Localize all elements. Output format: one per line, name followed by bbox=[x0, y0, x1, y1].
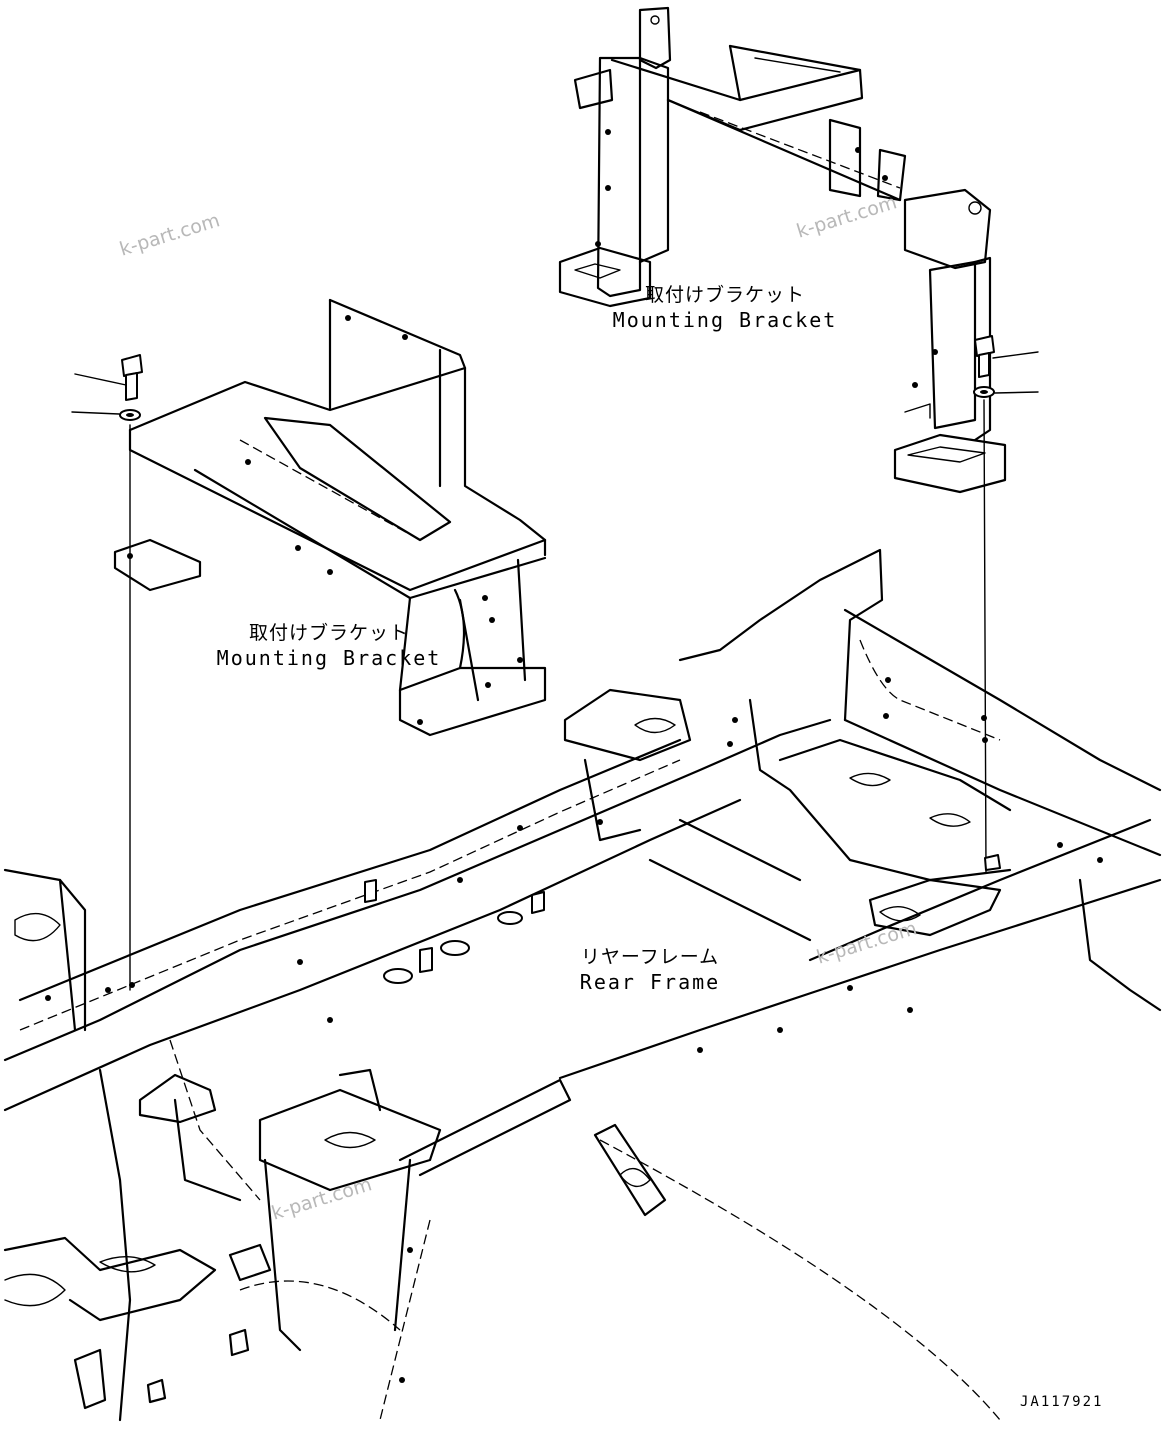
drawing-code: JA117921 bbox=[1020, 1394, 1104, 1410]
washer-left bbox=[71, 409, 141, 421]
assembly-line-right bbox=[983, 399, 987, 873]
rear-frame-label-en: Rear Frame bbox=[579, 969, 721, 994]
washer-right bbox=[973, 386, 1039, 398]
left-mounting-bracket bbox=[113, 298, 547, 737]
rear-frame-label-jp: リヤーフレーム bbox=[580, 946, 720, 968]
rear-frame bbox=[3, 548, 1162, 1422]
bolt-left bbox=[74, 354, 143, 401]
bolt-right bbox=[974, 335, 1039, 378]
rear-frame-label: リヤーフレーム Rear Frame bbox=[560, 946, 740, 995]
upper-bracket-label: 取付けブラケット Mounting Bracket bbox=[610, 284, 840, 333]
upper-bracket-label-jp: 取付けブラケット bbox=[644, 284, 805, 306]
upper-bracket-label-en: Mounting Bracket bbox=[612, 307, 838, 332]
upper-mounting-bracket bbox=[558, 6, 1007, 494]
left-bracket-label: 取付けブラケット Mounting Bracket bbox=[214, 622, 444, 671]
left-bracket-label-jp: 取付けブラケット bbox=[248, 622, 409, 644]
left-bracket-label-en: Mounting Bracket bbox=[216, 645, 442, 670]
